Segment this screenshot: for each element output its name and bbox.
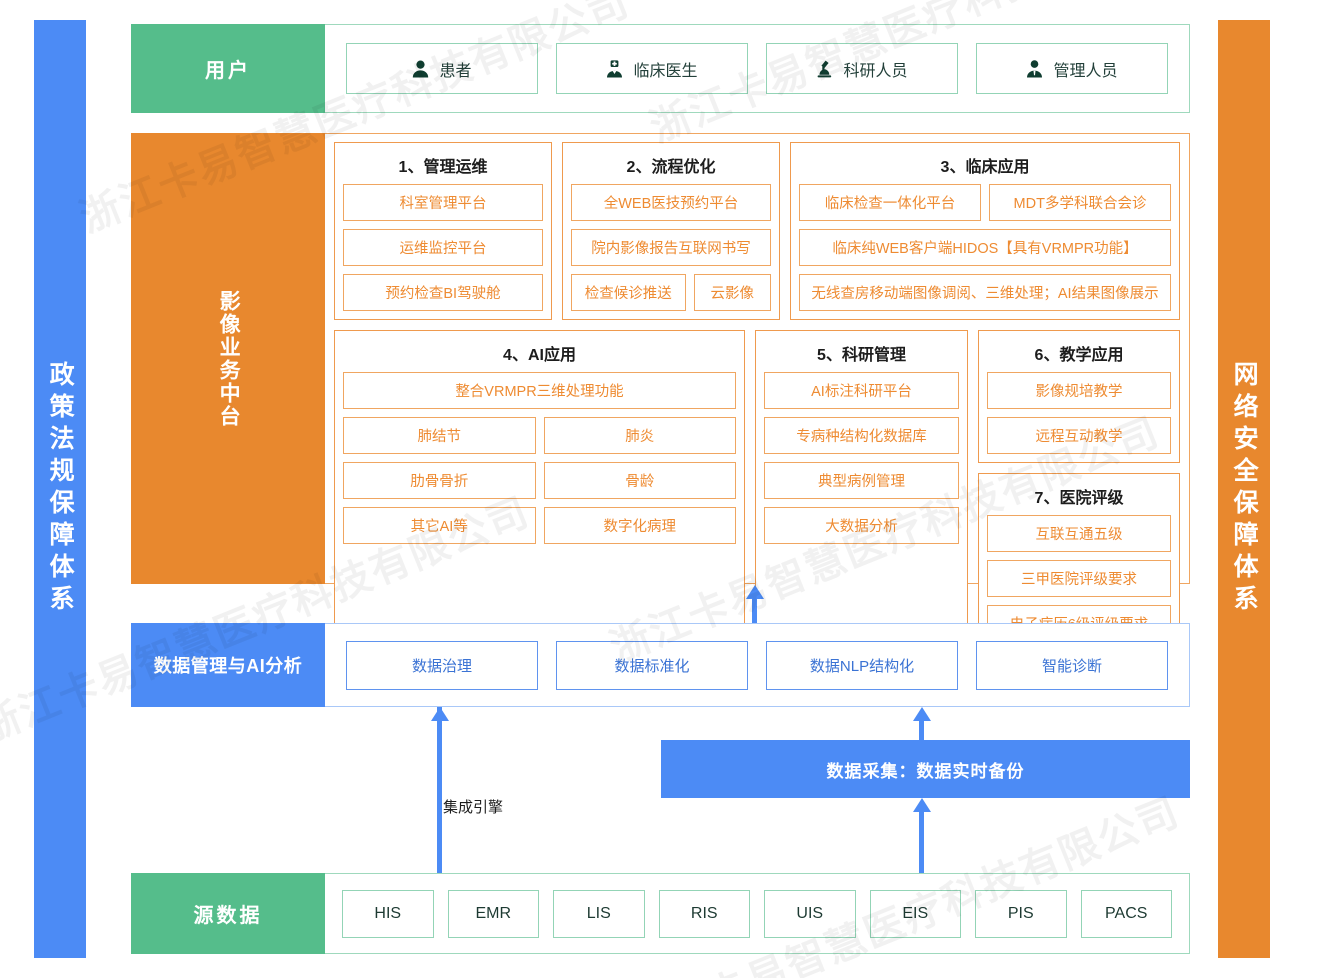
- item-bi-cockpit[interactable]: 预约检查BI驾驶舱: [343, 274, 543, 311]
- item-mobile-ward-round[interactable]: 无线查房移动端图像调阅、三维处理；AI结果图像展示: [799, 274, 1171, 311]
- item-web-booking-platform[interactable]: 全WEB医技预约平台: [571, 184, 771, 221]
- data-management-body: 数据治理 数据标准化 数据NLP结构化 智能诊断: [325, 623, 1190, 707]
- card-title: 4、AI应用: [503, 347, 576, 364]
- src-chip-ris[interactable]: RIS: [658, 889, 750, 938]
- arrow-datamgmt-to-platform: [746, 585, 764, 623]
- item-clinical-exam-integrated[interactable]: 临床检查一体化平台: [799, 184, 981, 221]
- arrow-collection-to-datamgmt: [913, 707, 931, 740]
- card-title: 3、临床应用: [940, 159, 1030, 176]
- item-other-ai[interactable]: 其它AI等: [343, 507, 536, 544]
- source-data-row: 源数据 HIS EMR LIS RIS UIS EIS PIS PACS: [131, 873, 1190, 954]
- user-chip-administrator[interactable]: 管理人员: [976, 43, 1168, 94]
- item-remote-interactive-teaching[interactable]: 远程互动教学: [987, 417, 1171, 454]
- imaging-platform-body: 1、管理运维 科室管理平台 运维监控平台 预约检查BI驾驶舱 2、流程优化 全W…: [325, 133, 1190, 749]
- card-clinical-application: 3、临床应用 临床检查一体化平台 MDT多学科联合会诊 临床纯WEB客户端HID…: [790, 142, 1180, 320]
- integration-engine-line: [437, 707, 442, 873]
- src-chip-lis[interactable]: LIS: [553, 889, 645, 938]
- user-chip-label: 管理人员: [1053, 62, 1118, 80]
- item-big-data-analysis[interactable]: 大数据分析: [764, 507, 959, 544]
- src-chip-pacs[interactable]: PACS: [1080, 889, 1172, 938]
- left-banner-policy-system: 政策法规保障体系: [34, 20, 86, 958]
- item-ai-annotation-platform[interactable]: AI标注科研平台: [764, 372, 959, 409]
- imaging-platform-label: 影像业务中台: [131, 133, 325, 584]
- user-chip-patient[interactable]: 患者: [346, 43, 538, 94]
- item-vrmpr-3d[interactable]: 整合VRMPR三维处理功能: [343, 372, 736, 409]
- user-chip-clinician[interactable]: 临床医生: [556, 43, 748, 94]
- card-title: 7、医院评级: [1034, 490, 1124, 507]
- arrow-integration-to-datamgmt: [431, 707, 449, 739]
- teaching-rating-column: 6、教学应用 影像规培教学 远程互动教学 7、医院评级 互联互通五级 三甲医院评…: [978, 330, 1180, 651]
- item-interconnect-level5[interactable]: 互联互通五级: [987, 515, 1171, 552]
- item-disease-structured-db[interactable]: 专病种结构化数据库: [764, 417, 959, 454]
- user-chip-researcher[interactable]: 科研人员: [766, 43, 958, 94]
- imaging-platform-row: 影像业务中台 1、管理运维 科室管理平台 运维监控平台 预约检查BI驾驶舱 2、…: [131, 133, 1190, 749]
- src-chip-uis[interactable]: UIS: [764, 889, 856, 938]
- card-process-optimization: 2、流程优化 全WEB医技预约平台 院内影像报告互联网书写 检查候诊推送 云影像: [562, 142, 780, 320]
- item-tertiary-hospital-req[interactable]: 三甲医院评级要求: [987, 560, 1171, 597]
- item-imaging-training[interactable]: 影像规培教学: [987, 372, 1171, 409]
- main-stack: 用户 患者 临床医生: [131, 24, 1190, 954]
- right-banner-label: 网络安全保障体系: [1230, 361, 1259, 617]
- user-row-body: 患者 临床医生 科研人员: [325, 24, 1190, 113]
- left-banner-label: 政策法规保障体系: [46, 361, 75, 617]
- data-management-row: 数据管理与AI分析 数据治理 数据标准化 数据NLP结构化 智能诊断: [131, 623, 1190, 707]
- item-internet-report-writing[interactable]: 院内影像报告互联网书写: [571, 229, 771, 266]
- src-chip-pis[interactable]: PIS: [975, 889, 1067, 938]
- card-title: 6、教学应用: [1034, 347, 1124, 364]
- card-title: 2、流程优化: [626, 159, 716, 176]
- item-bone-age[interactable]: 骨龄: [543, 462, 736, 499]
- item-mdt-consultation[interactable]: MDT多学科联合会诊: [989, 184, 1171, 221]
- integration-engine-label: 集成引擎: [442, 799, 503, 816]
- src-chip-emr[interactable]: EMR: [447, 889, 539, 938]
- item-dept-mgmt-platform[interactable]: 科室管理平台: [343, 184, 543, 221]
- dm-chip-data-governance[interactable]: 数据治理: [346, 640, 538, 690]
- manager-icon: [1026, 59, 1043, 78]
- dm-chip-data-standardization[interactable]: 数据标准化: [556, 640, 748, 690]
- user-chip-label: 患者: [439, 62, 472, 80]
- person-icon: [412, 60, 429, 78]
- item-rib-fracture[interactable]: 肋骨骨折: [343, 462, 536, 499]
- item-digital-pathology[interactable]: 数字化病理: [543, 507, 736, 544]
- user-row-label: 用户: [131, 24, 325, 113]
- card-teaching-application: 6、教学应用 影像规培教学 远程互动教学: [978, 330, 1180, 463]
- source-data-body: HIS EMR LIS RIS UIS EIS PIS PACS: [325, 873, 1190, 954]
- right-banner-network-security-system: 网络安全保障体系: [1218, 20, 1270, 958]
- src-chip-eis[interactable]: EIS: [869, 889, 961, 938]
- card-title: 1、管理运维: [398, 159, 488, 176]
- src-chip-his[interactable]: HIS: [342, 889, 434, 938]
- item-hidos-web-client[interactable]: 临床纯WEB客户端HIDOS【具有VRMPR功能】: [799, 229, 1171, 266]
- item-cloud-imaging[interactable]: 云影像: [693, 274, 771, 311]
- item-typical-case-mgmt[interactable]: 典型病例管理: [764, 462, 959, 499]
- item-ops-monitor-platform[interactable]: 运维监控平台: [343, 229, 543, 266]
- card-ai-application: 4、AI应用 整合VRMPR三维处理功能 肺结节 肺炎 肋骨骨折 骨龄: [334, 330, 745, 651]
- arrow-source-to-collection: [913, 798, 931, 873]
- dm-chip-data-nlp-structuring[interactable]: 数据NLP结构化: [766, 640, 958, 690]
- microscope-icon: [816, 60, 833, 78]
- data-collection-bar: 数据采集：数据实时备份: [661, 740, 1190, 798]
- doctor-icon: [606, 59, 623, 78]
- item-lung-nodule[interactable]: 肺结节: [343, 417, 536, 454]
- user-chip-label: 临床医生: [633, 62, 698, 80]
- card-research-management: 5、科研管理 AI标注科研平台 专病种结构化数据库 典型病例管理 大数据分析: [755, 330, 968, 651]
- user-chip-label: 科研人员: [843, 62, 908, 80]
- item-exam-waiting-push[interactable]: 检查候诊推送: [571, 274, 686, 311]
- data-management-label: 数据管理与AI分析: [131, 623, 325, 707]
- card-management-ops: 1、管理运维 科室管理平台 运维监控平台 预约检查BI驾驶舱: [334, 142, 552, 320]
- card-title: 5、科研管理: [817, 347, 906, 364]
- item-pneumonia[interactable]: 肺炎: [543, 417, 736, 454]
- user-row: 用户 患者 临床医生: [131, 24, 1190, 113]
- dm-chip-intelligent-diagnosis[interactable]: 智能诊断: [976, 640, 1168, 690]
- source-data-label: 源数据: [131, 873, 325, 954]
